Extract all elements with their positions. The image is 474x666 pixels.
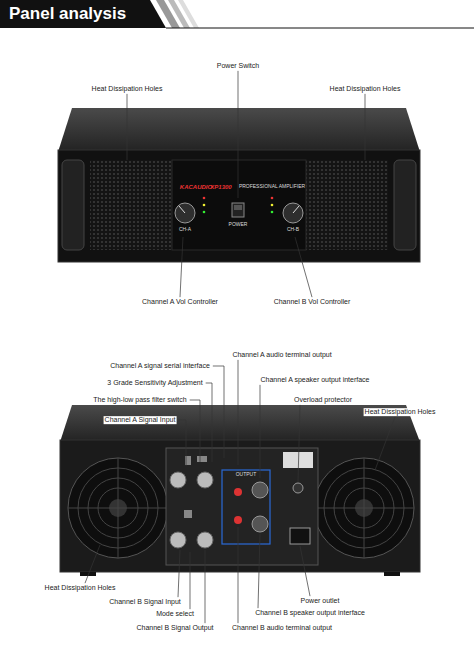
panel-print: OUTPUT <box>236 472 257 478</box>
callout-label: Heat Dissipation Holes <box>44 584 117 592</box>
callout-label: Channel A Vol Controller <box>141 298 219 306</box>
callout-label: Channel B audio terminal output <box>231 624 333 632</box>
leader-line <box>205 550 206 623</box>
leader-line <box>238 527 239 623</box>
callout-label: Mode select <box>155 610 195 618</box>
callout-label: Channel A audio terminal output <box>231 351 332 359</box>
callout-label: Channel B Signal Output <box>135 624 214 632</box>
callout-label: The high-low pass filter switch <box>92 396 187 404</box>
page-title: Panel analysis <box>9 4 126 24</box>
leader-line <box>190 552 191 609</box>
callout-label: Heat Dissipation Holes <box>91 85 164 93</box>
panel-print: PROFESSIONAL AMPLIFIER <box>239 184 305 190</box>
leader-line <box>180 237 183 297</box>
leader-line <box>190 400 200 462</box>
rear-panel <box>60 405 420 576</box>
panel-print: XP1300 <box>210 184 231 191</box>
leader-line <box>375 417 395 470</box>
leader-line <box>213 366 224 458</box>
leader-line <box>85 545 100 583</box>
callout-label: Channel B Vol Controller <box>273 298 352 306</box>
leader-line <box>298 405 300 482</box>
panel-print: CH-B <box>287 227 299 233</box>
callout-label: 3 Grade Sensitivity Adjustment <box>106 379 203 387</box>
leader-line <box>258 534 260 608</box>
callout-label: Channel B speaker output interface <box>254 609 366 617</box>
panel-print: POWER <box>229 222 248 228</box>
callout-label: Heat Dissipation Holes <box>329 85 402 93</box>
leader-line <box>178 420 186 466</box>
callout-label: Power Switch <box>216 62 260 70</box>
callout-label: Channel A signal serial interface <box>109 362 211 370</box>
leader-line <box>260 385 261 478</box>
panel-print: CH-A <box>179 227 191 233</box>
title-banner <box>0 0 474 28</box>
leader-line <box>178 550 180 597</box>
callout-label: Channel B Signal Input <box>108 598 182 606</box>
leader-line <box>295 237 312 297</box>
callout-label: Heat Dissipation Holes <box>364 408 437 416</box>
callout-label: Channel A Signal Input <box>104 416 177 424</box>
leader-line <box>365 94 366 160</box>
panel-print: KACAUDIO <box>180 184 212 191</box>
leader-line <box>238 360 239 465</box>
leader-line <box>238 71 239 198</box>
front-panel <box>58 108 420 262</box>
callout-label: Channel A speaker output interface <box>260 376 371 384</box>
leader-line <box>206 383 212 462</box>
leader-line <box>300 546 310 596</box>
leader-line <box>127 94 128 160</box>
callout-label: Power outlet <box>300 597 341 605</box>
callout-label: Overload protector <box>293 396 353 404</box>
